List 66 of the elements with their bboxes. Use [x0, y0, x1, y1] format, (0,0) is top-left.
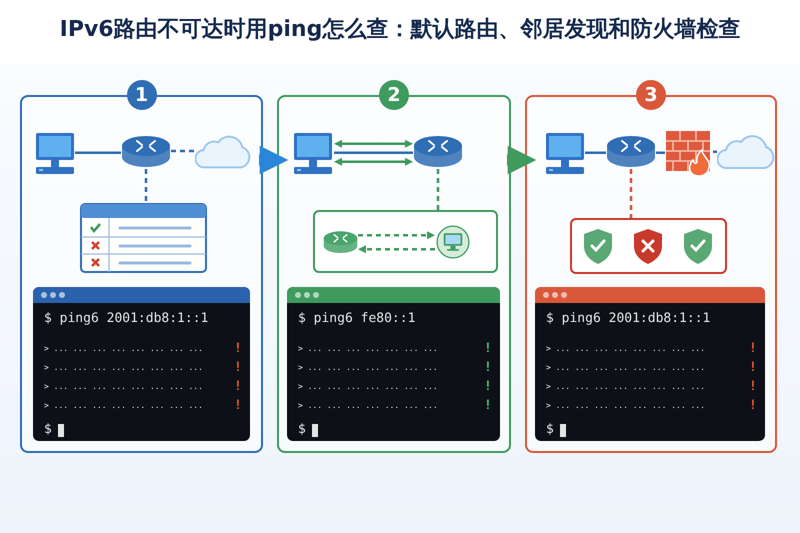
arrow [358, 231, 435, 240]
command-text: $ ping6 fe80::1 [298, 311, 416, 326]
shield-icon [683, 228, 713, 265]
output-line: > ... ... ... ... ... ... ... ... [546, 363, 705, 372]
shield-icon [583, 228, 613, 265]
output-line: > ... ... ... ... ... ... ... [298, 363, 438, 372]
status-mark: ! [484, 341, 492, 356]
arrow [334, 140, 413, 148]
connector-line [75, 152, 121, 154]
router-icon [606, 135, 656, 169]
connector-line [713, 150, 717, 153]
output-line: > ... ... ... ... ... ... ... [298, 344, 438, 353]
terminal-window [287, 287, 500, 441]
prompt-text: $ [44, 422, 52, 437]
dashed-line [171, 150, 195, 152]
group-box [570, 218, 727, 274]
router-icon [413, 135, 463, 169]
terminal-window [33, 287, 250, 441]
dashed-line [144, 169, 148, 203]
status-mark: ! [749, 398, 757, 413]
command-text: $ ping6 2001:db8:1::1 [44, 311, 208, 326]
dashed-line [436, 169, 440, 210]
arrow [507, 146, 536, 174]
status-mark: ! [484, 398, 492, 413]
firewall-icon [665, 130, 713, 177]
output-line: > ... ... ... ... ... ... ... ... [546, 401, 705, 410]
output-line: > ... ... ... ... ... ... ... ... [44, 344, 203, 353]
status-mark: ! [234, 398, 242, 413]
status-mark: ! [484, 360, 492, 375]
step-number-badge: 1 [126, 80, 156, 110]
terminal-window [535, 287, 765, 441]
connector-line [656, 152, 665, 154]
prompt-text: $ [546, 422, 554, 437]
connector-line [585, 152, 606, 154]
group-box [313, 210, 498, 273]
arrow [259, 146, 288, 174]
status-mark: ! [749, 341, 757, 356]
output-line: > ... ... ... ... ... ... ... ... [546, 344, 705, 353]
output-line: > ... ... ... ... ... ... ... ... [44, 363, 203, 372]
title: IPv6路由不可达时用ping怎么查：默认路由、邻居发现和防火墙检查 [58, 16, 742, 44]
computer-icon [35, 132, 75, 175]
connector-line [334, 152, 413, 154]
status-mark: ! [484, 379, 492, 394]
router-icon [121, 135, 171, 169]
computer-icon [545, 132, 585, 175]
status-mark: ! [749, 360, 757, 375]
shield-icon [633, 228, 663, 265]
step-number-badge: 2 [379, 80, 409, 110]
computer-icon [435, 224, 471, 260]
step-number-badge: 3 [636, 80, 666, 110]
dashed-line [630, 169, 632, 218]
output-line: > ... ... ... ... ... ... ... ... [44, 382, 203, 391]
output-line: > ... ... ... ... ... ... ... ... [546, 382, 705, 391]
checklist-table-icon [80, 203, 207, 273]
output-line: > ... ... ... ... ... ... ... [298, 401, 438, 410]
output-line: > ... ... ... ... ... ... ... ... [44, 401, 203, 410]
status-mark: ! [234, 379, 242, 394]
output-line: > ... ... ... ... ... ... ... [298, 382, 438, 391]
status-mark: ! [749, 379, 757, 394]
computer-icon [292, 132, 334, 175]
prompt-text: $ [298, 422, 306, 437]
arrow [334, 158, 413, 166]
command-text: $ ping6 2001:db8:1::1 [546, 311, 710, 326]
status-mark: ! [234, 341, 242, 356]
arrow [358, 245, 435, 254]
status-mark: ! [234, 360, 242, 375]
